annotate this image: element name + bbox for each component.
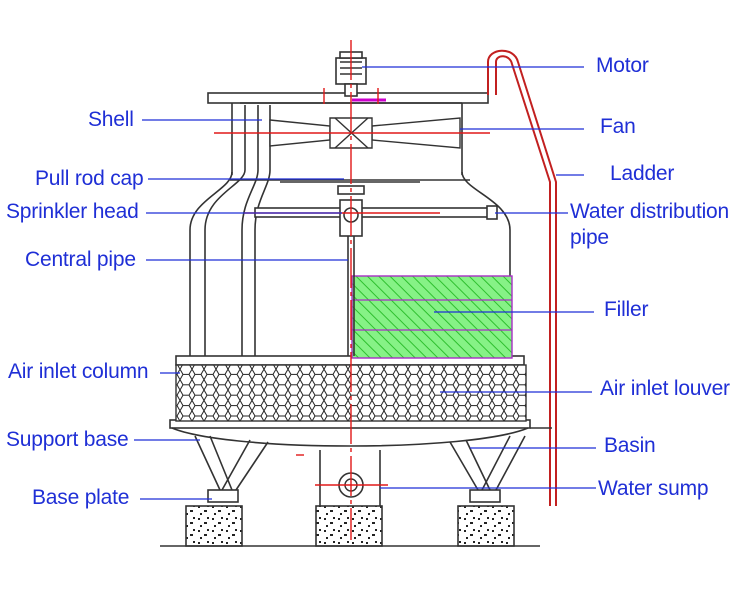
label-base-plate: Base plate: [32, 486, 130, 509]
leader-lines: [134, 66, 596, 500]
label-fan: Fan: [600, 115, 636, 138]
label-shell: Shell: [88, 108, 134, 131]
water-distribution-pipe-shape: [254, 185, 498, 237]
label-water-sump: Water sump: [598, 477, 709, 500]
label-sprinkler-head: Sprinkler head: [6, 200, 139, 223]
label-pull-rod-cap: Pull rod cap: [35, 167, 144, 190]
ladder-shape: [487, 49, 557, 506]
label-water-distribution-pipe-2: pipe: [570, 226, 609, 249]
fan-stack: [231, 103, 463, 175]
label-water-distribution-pipe-1: Water distribution: [570, 200, 730, 223]
label-basin: Basin: [604, 434, 656, 457]
label-air-inlet-column: Air inlet column: [8, 360, 149, 383]
label-central-pipe: Central pipe: [25, 248, 136, 271]
label-support-base: Support base: [6, 428, 129, 451]
shell-outline: [189, 171, 511, 358]
basin-outline: [171, 427, 529, 447]
label-motor: Motor: [596, 54, 649, 77]
pedestals: [185, 489, 515, 547]
support-legs: [194, 435, 526, 491]
filler-block: [351, 275, 513, 359]
label-filler: Filler: [604, 298, 649, 321]
label-air-inlet-louver: Air inlet louver: [600, 377, 730, 400]
label-ladder: Ladder: [610, 162, 675, 185]
